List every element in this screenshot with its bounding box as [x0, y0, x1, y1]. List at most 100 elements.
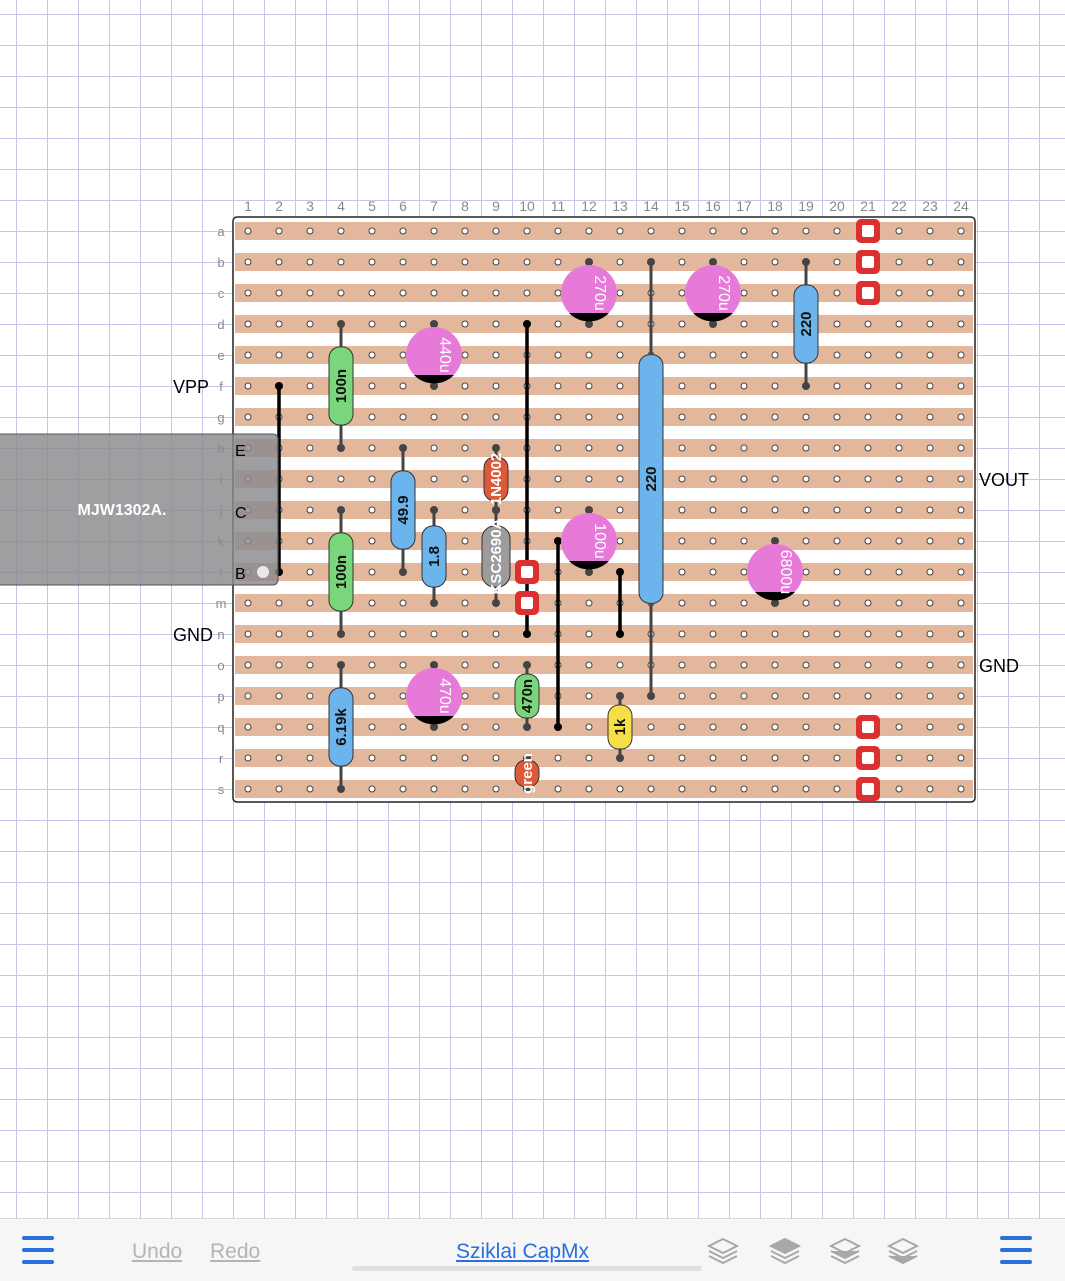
capacitor[interactable]: 270u [561, 258, 617, 328]
document-title-button[interactable]: Sziklai CapMx [456, 1240, 590, 1263]
hole [554, 754, 562, 762]
hole [833, 351, 841, 359]
hole [244, 289, 252, 297]
hole [771, 475, 779, 483]
hole [771, 630, 779, 638]
hole [399, 413, 407, 421]
resistor[interactable]: 49.9 [390, 444, 416, 576]
small-transistor-body[interactable] [481, 525, 511, 588]
hole [833, 785, 841, 793]
hole [771, 723, 779, 731]
resistor[interactable]: 100n [328, 506, 354, 638]
resistor-label: 6.19k [333, 708, 350, 746]
copper-strip [235, 222, 973, 240]
hole [399, 227, 407, 235]
capacitor-body[interactable] [561, 513, 617, 569]
capacitor-body[interactable] [685, 265, 741, 321]
hole [709, 599, 717, 607]
column-label: 17 [736, 198, 752, 214]
diode-body[interactable] [483, 456, 509, 502]
lead-end [616, 754, 624, 762]
resistor[interactable]: 220 [638, 258, 664, 700]
hole [678, 754, 686, 762]
hamburger-menu-icon[interactable] [22, 1236, 54, 1264]
capacitor-label: 100u [591, 523, 608, 559]
capacitor-body[interactable] [406, 327, 462, 383]
hole [709, 351, 717, 359]
undo-button[interactable]: Undo [132, 1240, 183, 1263]
resistor-body[interactable] [328, 532, 354, 612]
hole [740, 382, 748, 390]
transistor-body[interactable] [0, 433, 279, 586]
hole [864, 537, 872, 545]
hole [957, 506, 965, 514]
resistor-body[interactable] [328, 687, 354, 767]
lead-end [585, 320, 593, 328]
resistor-body[interactable] [793, 284, 819, 364]
resistor[interactable]: 1k [607, 692, 633, 762]
hole [647, 754, 655, 762]
capacitor[interactable]: 100u [561, 506, 617, 576]
capacitor-body[interactable] [406, 668, 462, 724]
layers-icon[interactable] [828, 1235, 862, 1265]
resistor[interactable]: 6.19k [328, 661, 354, 793]
capacitor-polarity-band [414, 716, 454, 725]
redo-button[interactable]: Redo [210, 1240, 261, 1263]
hole [926, 661, 934, 669]
vout-label: VOUT [979, 470, 1029, 490]
resistor-body[interactable] [514, 673, 540, 719]
hole [678, 351, 686, 359]
resistor-body[interactable] [328, 346, 354, 426]
resistor-body[interactable] [421, 525, 447, 588]
led[interactable]: green [514, 753, 540, 794]
hole [895, 599, 903, 607]
resistor-label: 470n [519, 679, 536, 713]
capacitor[interactable]: 470u [406, 661, 462, 731]
transistor-pin-b: B [235, 566, 246, 583]
hole [802, 785, 810, 793]
diode[interactable]: 1N4002 [483, 444, 509, 514]
hole [306, 258, 314, 266]
hole [957, 320, 965, 328]
lead-end [337, 506, 345, 514]
hole [709, 475, 717, 483]
capacitor-body[interactable] [561, 265, 617, 321]
resistor-body[interactable] [638, 354, 664, 604]
capacitor[interactable]: 6800u [747, 537, 803, 607]
hole [430, 754, 438, 762]
hole [492, 382, 500, 390]
hole [740, 599, 748, 607]
lead-end [647, 258, 655, 266]
hole [740, 506, 748, 514]
hole [895, 537, 903, 545]
resistor-body[interactable] [390, 470, 416, 550]
resistor[interactable]: 220 [793, 258, 819, 390]
lead-end [709, 320, 717, 328]
hole [926, 568, 934, 576]
led-body[interactable] [514, 759, 540, 788]
layers-icon[interactable] [768, 1235, 802, 1265]
hole [461, 537, 469, 545]
copper-strip [235, 501, 973, 519]
hole [926, 444, 934, 452]
resistor[interactable]: 1.8 [421, 506, 447, 607]
capacitor[interactable]: 440u [406, 320, 462, 390]
layers-icon[interactable] [706, 1235, 740, 1265]
hole [740, 413, 748, 421]
resistor[interactable]: 100n [328, 320, 354, 452]
resistor[interactable]: 470n [514, 661, 540, 731]
hamburger-menu-icon[interactable] [1000, 1236, 1032, 1264]
power-transistor[interactable]: MJW1302A. E C B [0, 433, 279, 586]
hole [926, 382, 934, 390]
capacitor-body[interactable] [747, 544, 803, 600]
layers-icon[interactable] [886, 1235, 920, 1265]
hole [616, 537, 624, 545]
hole [399, 351, 407, 359]
hole [461, 444, 469, 452]
small-transistor[interactable]: KSC2690A [481, 506, 511, 607]
hole [430, 258, 438, 266]
resistor-body[interactable] [607, 704, 633, 750]
hole [864, 320, 872, 328]
capacitor[interactable]: 270u [685, 258, 741, 328]
